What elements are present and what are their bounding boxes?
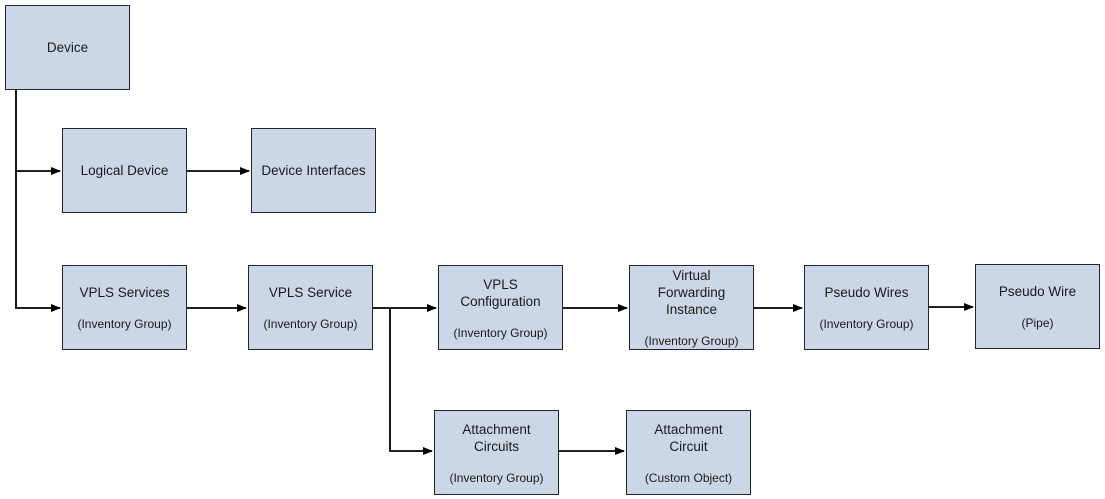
node-vpls-services: VPLS Services (Inventory Group) <box>62 265 187 350</box>
node-subtitle: (Inventory Group) <box>263 317 358 331</box>
node-title: Attachment Circuits <box>462 421 531 454</box>
node-virtual-forwarding-instance: Virtual Forwarding Instance (Inventory G… <box>629 265 754 350</box>
edge-vpls-service-to-attachment-circuits <box>389 308 433 455</box>
node-title: VPLS Configuration <box>460 276 541 309</box>
node-title: Pseudo Wire <box>998 284 1077 299</box>
node-logical-device: Logical Device <box>62 128 187 213</box>
node-subtitle: (Pipe) <box>1021 316 1054 330</box>
node-device-interfaces: Device Interfaces <box>251 128 376 213</box>
node-title: Attachment Circuit <box>654 421 723 454</box>
node-subtitle: (Custom Object) <box>644 470 733 485</box>
node-title: Device Interfaces <box>261 163 366 178</box>
node-title: VPLS Services <box>79 285 170 300</box>
node-attachment-circuit: Attachment Circuit (Custom Object) <box>626 410 751 495</box>
node-pseudo-wire: Pseudo Wire (Pipe) <box>975 264 1100 349</box>
node-subtitle: (Inventory Group) <box>819 317 914 331</box>
node-subtitle: (Inventory Group) <box>644 334 739 348</box>
node-pseudo-wires: Pseudo Wires (Inventory Group) <box>804 265 929 350</box>
node-title: Pseudo Wires <box>824 285 909 300</box>
edge-device-to-vpls-services <box>15 90 61 312</box>
node-title: Logical Device <box>80 163 169 178</box>
node-device: Device <box>5 5 130 90</box>
node-attachment-circuits: Attachment Circuits (Inventory Group) <box>434 410 559 495</box>
node-vpls-configuration: VPLS Configuration (Inventory Group) <box>438 265 563 350</box>
node-title: Device <box>46 40 89 55</box>
node-vpls-service: VPLS Service (Inventory Group) <box>248 265 373 350</box>
node-title: Virtual Forwarding Instance <box>657 268 726 317</box>
node-title: VPLS Service <box>268 285 353 300</box>
node-subtitle: (Inventory Group) <box>453 325 548 340</box>
node-subtitle: (Inventory Group) <box>77 317 172 331</box>
node-subtitle: (Inventory Group) <box>449 470 544 485</box>
